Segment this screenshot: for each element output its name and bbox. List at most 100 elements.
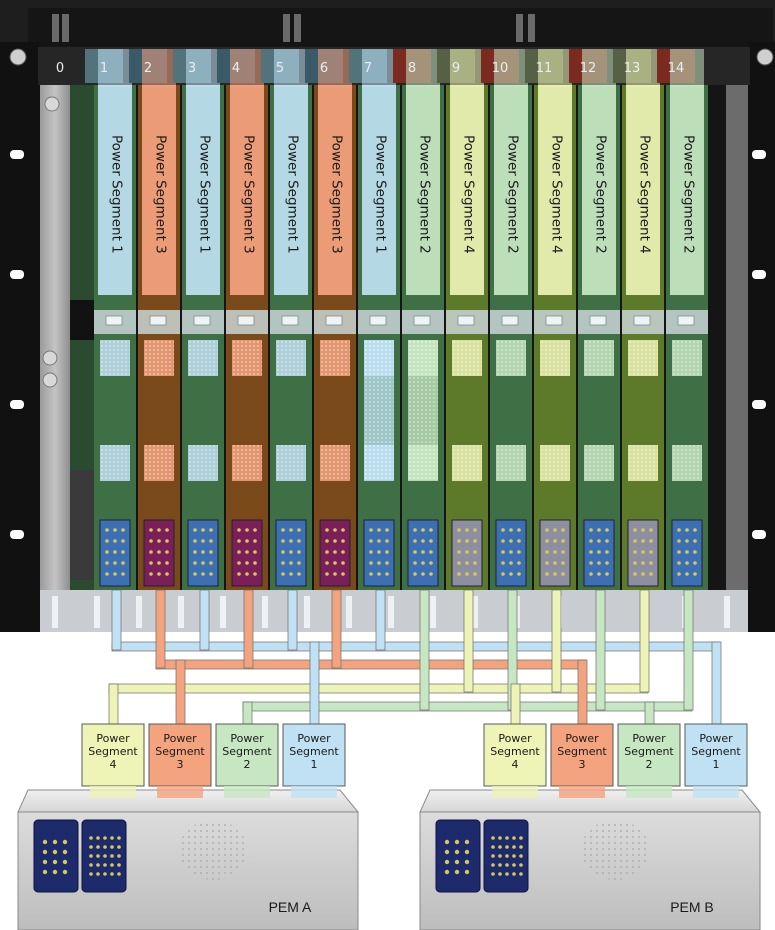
pem-segment-box-text: Segment xyxy=(222,745,272,758)
tray-rib xyxy=(262,596,268,628)
pem-segment-box-text: Segment xyxy=(691,745,741,758)
segment-label-2: Power Segment 3 xyxy=(152,135,168,254)
pem-label: PEM B xyxy=(670,899,714,915)
pem-segment-box xyxy=(148,723,212,787)
pem-segment-box-text: Segment xyxy=(88,745,138,758)
tray-rib xyxy=(430,596,436,628)
pem-segment-box-text: Segment xyxy=(624,745,674,758)
cable-riser-segment-2 xyxy=(242,701,253,725)
cable-drop-slot-6 xyxy=(331,589,342,669)
latch xyxy=(528,14,535,42)
segment-column-1 xyxy=(98,85,132,295)
mount-hole xyxy=(10,400,24,409)
segment-label-7: Power Segment 1 xyxy=(372,135,388,254)
pem-connector-left xyxy=(33,819,79,893)
segment-column-6 xyxy=(318,85,352,295)
pem-segment-box-text: Segment xyxy=(490,745,540,758)
pem-segment-box-text: 2 xyxy=(244,758,251,771)
slot-number-13: 13 xyxy=(624,61,641,76)
card-slots: Power Segment 1 Power Segment 3 Power Segm… xyxy=(38,47,750,590)
segment-column-4 xyxy=(230,85,264,295)
power-cables xyxy=(108,589,722,725)
segment-label-8: Power Segment 2 xyxy=(416,135,432,254)
cable-trunk-segment-4 xyxy=(108,683,649,694)
segment-label-11: Power Segment 4 xyxy=(548,135,564,254)
pem-segment-box-text: Segment xyxy=(155,745,205,758)
segment-column-9 xyxy=(450,85,484,295)
slot-number-2: 2 xyxy=(144,61,152,76)
latch xyxy=(62,14,69,42)
pem-segment-box-text: Power xyxy=(297,732,331,745)
screw-icon xyxy=(42,372,58,388)
segment-column-12 xyxy=(582,85,616,295)
slot-number-3: 3 xyxy=(188,61,196,76)
cable-riser-segment-4 xyxy=(108,683,119,725)
slot-number-7: 7 xyxy=(364,61,372,76)
mount-hole xyxy=(10,530,24,539)
tray-rib xyxy=(178,596,184,628)
left-rack-ear xyxy=(0,42,40,632)
segment-column-13 xyxy=(626,85,660,295)
segment-label-13: Power Segment 4 xyxy=(636,135,652,254)
pem-segment-box-text: 1 xyxy=(713,758,720,771)
tray-rib xyxy=(724,596,730,628)
tray-rib xyxy=(304,596,310,628)
pem-segment-box-text: Power xyxy=(96,732,130,745)
cable-drop-slot-14 xyxy=(683,589,694,711)
pem-connector-left xyxy=(435,819,481,893)
pem-segment-box-text: Power xyxy=(230,732,264,745)
slot-number-4: 4 xyxy=(232,61,240,76)
cable-riser-segment-3 xyxy=(175,659,186,725)
segment-column-5 xyxy=(274,85,308,295)
segment-label-9: Power Segment 4 xyxy=(460,135,476,254)
segment-column-8 xyxy=(406,85,440,295)
slot-number-10: 10 xyxy=(492,61,509,76)
cable-drop-slot-3 xyxy=(199,589,210,651)
slot-number-11: 11 xyxy=(536,61,553,76)
cable-riser-segment-3 xyxy=(577,659,588,725)
mount-hole xyxy=(10,150,24,159)
pem-segment-box-text: Power xyxy=(498,732,532,745)
pem-segment-box-text: Power xyxy=(632,732,666,745)
slot-number-5: 5 xyxy=(276,61,284,76)
pem-segment-box-text: 3 xyxy=(177,758,184,771)
segment-label-14: Power Segment 2 xyxy=(680,135,696,254)
pem-grill xyxy=(581,820,649,880)
tray-rib xyxy=(472,596,478,628)
pem-segment-box-text: 4 xyxy=(512,758,519,771)
slot-number-6: 6 xyxy=(320,61,328,76)
pem-segment-box-text: Segment xyxy=(557,745,607,758)
right-rack-ear xyxy=(748,42,775,632)
cable-drop-slot-5 xyxy=(287,589,298,651)
pem-segment-box-text: Power xyxy=(699,732,733,745)
screw-icon xyxy=(9,48,27,66)
segment-column-7 xyxy=(362,85,396,295)
cable-drop-slot-9 xyxy=(463,589,474,693)
screw-icon xyxy=(44,96,60,112)
segment-label-5: Power Segment 1 xyxy=(284,135,300,254)
segment-column-10 xyxy=(494,85,528,295)
tray-rib xyxy=(220,596,226,628)
mount-hole xyxy=(752,530,766,539)
screw-icon xyxy=(42,350,58,366)
tray-rib xyxy=(94,596,100,628)
screw-icon xyxy=(756,48,774,66)
cable-drop-slot-13 xyxy=(639,589,650,693)
slot-number-9: 9 xyxy=(452,61,460,76)
pem-grill xyxy=(179,820,247,880)
cable-drop-slot-2 xyxy=(155,589,166,669)
segment-label-3: Power Segment 1 xyxy=(196,135,212,254)
pem-segment-box-text: 3 xyxy=(579,758,586,771)
mount-hole xyxy=(10,270,24,279)
cable-drop-slot-8 xyxy=(419,589,430,711)
pem-segment-box-text: Power xyxy=(565,732,599,745)
slot-number-8: 8 xyxy=(408,61,416,76)
segment-column-2 xyxy=(142,85,176,295)
pem-segment-box xyxy=(282,723,346,787)
segment-label-10: Power Segment 2 xyxy=(504,135,520,254)
pem-segment-box xyxy=(483,723,547,787)
pem-segment-box xyxy=(550,723,614,787)
slot-number-14: 14 xyxy=(668,61,685,76)
